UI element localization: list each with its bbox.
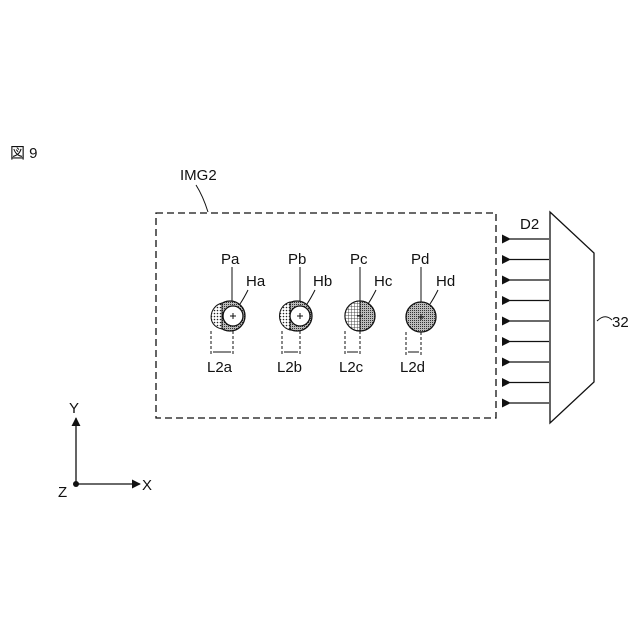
dim-label-a: L2a	[207, 359, 233, 376]
pin-label-a: Pa	[221, 251, 240, 268]
x-axis-label: X	[142, 477, 152, 494]
hole-leader-c	[368, 290, 376, 304]
z-axis-label: Z	[58, 484, 67, 501]
pin-group-a: Pa Ha L2a	[207, 251, 266, 376]
hole-label-d: Hd	[436, 273, 455, 290]
image-frame	[156, 213, 496, 418]
direction-label: D2	[520, 216, 539, 233]
hole-label-c: Hc	[374, 273, 393, 290]
offset-region-a	[211, 303, 222, 329]
pin-group-d: Pd Hd L2d	[400, 251, 455, 376]
z-axis-dot	[73, 481, 79, 487]
image-label-leader	[196, 185, 208, 212]
pin-group-b: Pb Hb L2b	[277, 251, 332, 376]
pin-label-d: Pd	[411, 251, 429, 268]
image-label: IMG2	[180, 167, 217, 184]
dim-label-b: L2b	[277, 359, 302, 376]
hole-label-a: Ha	[246, 273, 266, 290]
pin-group-c: Pc Hc L2c	[339, 251, 393, 376]
coordinate-axes: Y X Z	[58, 400, 152, 501]
offset-region-b	[280, 302, 291, 330]
component-leader	[597, 317, 612, 321]
dim-label-d: L2d	[400, 359, 425, 376]
pin-label-c: Pc	[350, 251, 368, 268]
pin-label-b: Pb	[288, 251, 306, 268]
component-ref-label: 32	[612, 314, 629, 331]
hole-leader-a	[240, 290, 248, 304]
figure-label: 図 9	[10, 145, 38, 162]
hole-leader-b	[307, 290, 315, 304]
hole-leader-d	[430, 290, 438, 304]
dim-label-c: L2c	[339, 359, 364, 376]
light-arrows	[510, 239, 549, 403]
hole-label-b: Hb	[313, 273, 332, 290]
y-axis-label: Y	[69, 400, 79, 417]
light-source-32	[550, 212, 594, 423]
